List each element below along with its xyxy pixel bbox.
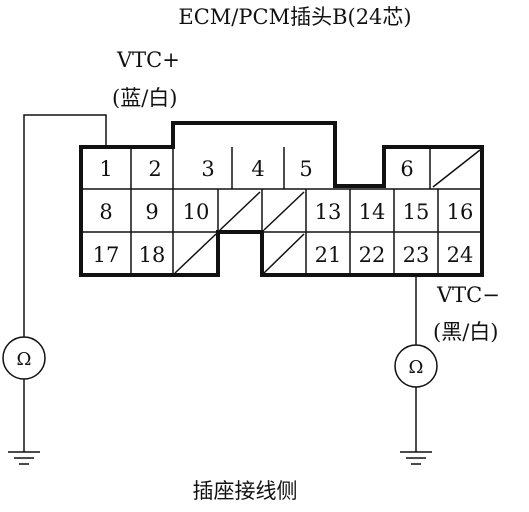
pin-5: 5	[299, 157, 312, 181]
pin-17: 17	[93, 243, 120, 267]
pin-4: 4	[251, 157, 264, 181]
pin-15: 15	[403, 200, 430, 224]
pin-22: 22	[359, 243, 386, 267]
pin-10: 10	[183, 200, 210, 224]
blank-cavity-7	[432, 149, 481, 188]
left-ohm-symbol: Ω	[17, 349, 32, 370]
vtc-minus-color: (黑/白)	[433, 320, 498, 344]
connector-grid	[81, 147, 482, 275]
blank-cavity-20	[263, 233, 305, 274]
blank-cavity-12	[263, 191, 305, 231]
pin-6: 6	[400, 157, 413, 181]
pin-2: 2	[148, 157, 161, 181]
pin-1: 1	[99, 157, 112, 181]
connector-outline	[79, 121, 484, 277]
left-ground-icon	[8, 451, 40, 465]
pin-13: 13	[315, 200, 342, 224]
blank-cavity-slashes	[174, 149, 481, 274]
blank-cavity-19	[174, 233, 217, 274]
pin-14: 14	[359, 200, 386, 224]
vtc-plus-color: (蓝/白)	[112, 86, 177, 110]
pin-numbers: 1 2 3 4 5 6 8 9 10 13 14 15 16 17 18 21 …	[93, 157, 474, 267]
diagram-title: ECM/PCM插头B(24芯)	[178, 5, 411, 29]
vtc-plus-label: VTC+	[116, 48, 180, 72]
vtc-minus-label: VTC−	[436, 283, 500, 307]
pin-8: 8	[99, 200, 112, 224]
pin-21: 21	[315, 243, 342, 267]
right-ground-icon	[400, 451, 432, 465]
pin-23: 23	[403, 243, 430, 267]
pin-18: 18	[139, 243, 166, 267]
pin-3: 3	[201, 157, 214, 181]
right-ohm-symbol: Ω	[409, 357, 424, 378]
pin-24: 24	[447, 243, 474, 267]
pin-16: 16	[447, 200, 474, 224]
blank-cavity-11	[219, 191, 261, 231]
vtc-plus-wire	[23, 114, 107, 337]
connector-side-caption: 插座接线侧	[193, 479, 298, 503]
pin-9: 9	[145, 200, 158, 224]
